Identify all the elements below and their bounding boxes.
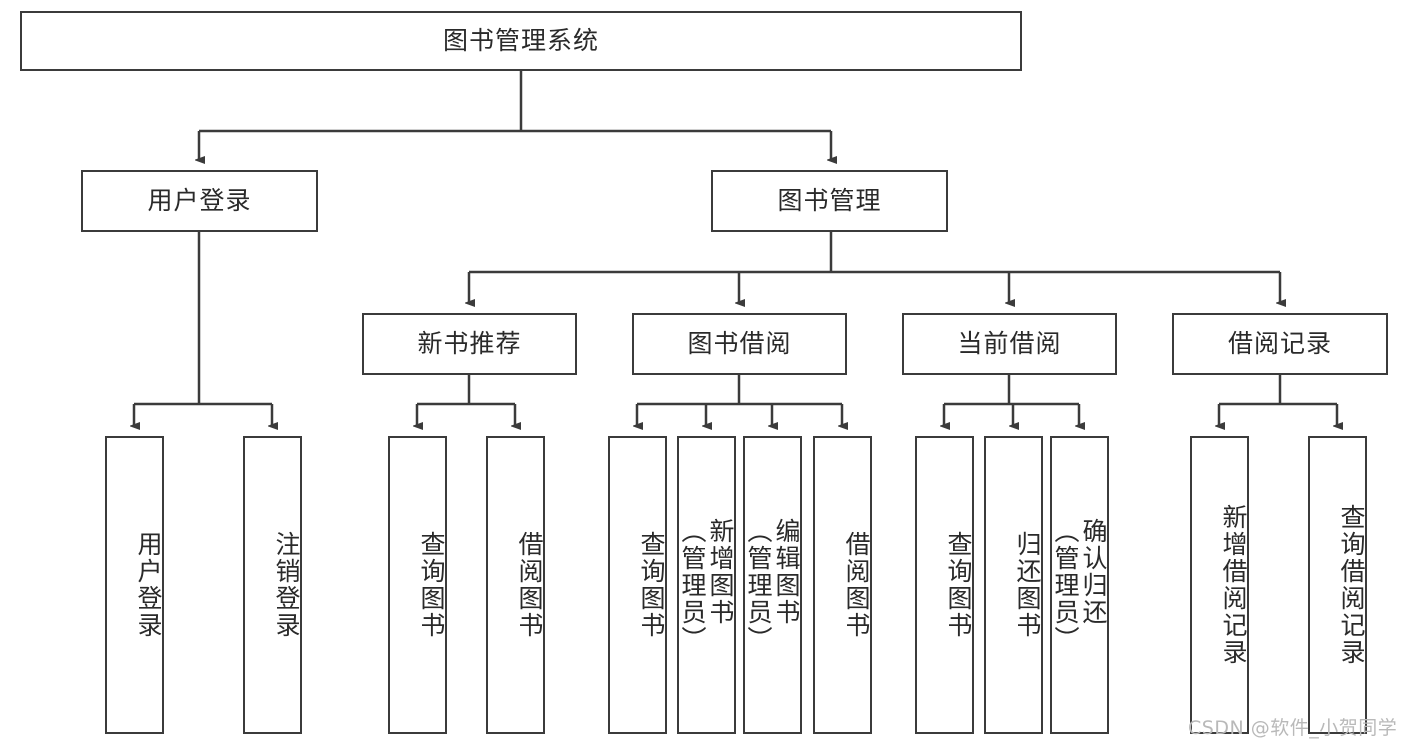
leaf-edit-book-admin[interactable]: 编辑图书 （管理员） bbox=[743, 436, 802, 734]
leaf-return-book[interactable]: 归还图书 bbox=[984, 436, 1043, 734]
node-current-borrow[interactable]: 当前借阅 bbox=[902, 313, 1117, 375]
node-current-borrow-label: 当前借阅 bbox=[957, 329, 1062, 359]
node-borrow-records[interactable]: 借阅记录 bbox=[1172, 313, 1388, 375]
leaf-query-book-recommend[interactable]: 查询图书 bbox=[388, 436, 447, 734]
node-book-management-label: 图书管理 bbox=[777, 186, 882, 216]
leaf-user-login[interactable]: 用户登录 bbox=[105, 436, 164, 734]
leaf-query-borrow-record[interactable]: 查询借阅记录 bbox=[1308, 436, 1367, 734]
node-root[interactable]: 图书管理系统 bbox=[20, 11, 1022, 71]
leaf-query-book-current[interactable]: 查询图书 bbox=[915, 436, 974, 734]
leaf-borrow-book-recommend[interactable]: 借阅图书 bbox=[486, 436, 545, 734]
node-root-label: 图书管理系统 bbox=[442, 26, 599, 56]
leaf-confirm-return-admin[interactable]: 确认归还 （管理员） bbox=[1050, 436, 1109, 734]
leaf-logout[interactable]: 注销登录 bbox=[243, 436, 302, 734]
leaf-borrow-book[interactable]: 借阅图书 bbox=[813, 436, 872, 734]
leaf-add-book-admin[interactable]: 新增图书 （管理员） bbox=[677, 436, 736, 734]
node-book-borrow-label: 图书借阅 bbox=[687, 329, 792, 359]
node-new-book-recommend-label: 新书推荐 bbox=[417, 329, 522, 359]
node-book-borrow[interactable]: 图书借阅 bbox=[632, 313, 847, 375]
node-book-management[interactable]: 图书管理 bbox=[711, 170, 948, 232]
node-user-login[interactable]: 用户登录 bbox=[81, 170, 318, 232]
leaf-query-book-borrow[interactable]: 查询图书 bbox=[608, 436, 667, 734]
node-user-login-label: 用户登录 bbox=[147, 186, 252, 216]
node-borrow-records-label: 借阅记录 bbox=[1227, 329, 1332, 359]
leaf-add-borrow-record[interactable]: 新增借阅记录 bbox=[1190, 436, 1249, 734]
node-new-book-recommend[interactable]: 新书推荐 bbox=[362, 313, 577, 375]
